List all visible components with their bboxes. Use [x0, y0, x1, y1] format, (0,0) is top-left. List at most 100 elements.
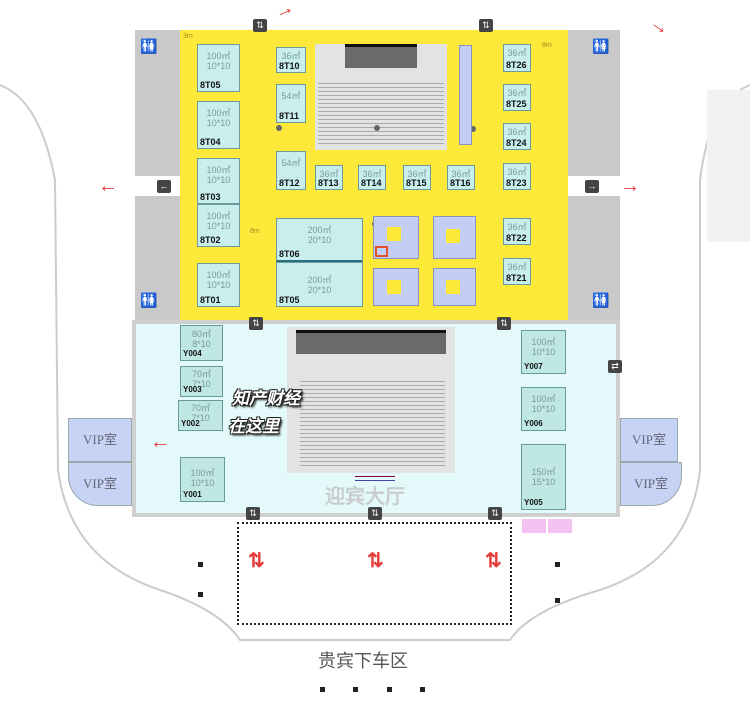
- dropoff-label: 贵宾下车区: [318, 651, 408, 672]
- door-icon[interactable]: ⇅: [497, 317, 511, 330]
- door-icon[interactable]: ⇅: [246, 507, 260, 520]
- booth-size: 7*10: [192, 379, 211, 389]
- booth-id: Y003: [183, 385, 202, 394]
- booth-id: 8T13: [318, 178, 339, 188]
- booth-area: 100㎡: [206, 165, 231, 175]
- door-icon[interactable]: ⇅: [368, 507, 382, 520]
- vip-room[interactable]: VIP室: [620, 418, 678, 462]
- booth[interactable]: 36㎡ 8T26: [503, 44, 531, 72]
- booth-size: 10*10: [531, 347, 556, 357]
- booth-area: 100㎡: [206, 211, 231, 221]
- door-icon[interactable]: ⇅: [479, 19, 493, 32]
- booth-id: 8T26: [506, 60, 527, 70]
- booth-id: 8T23: [506, 178, 527, 188]
- booth-id: Y006: [524, 419, 543, 428]
- direction-arrow-icon: →: [620, 175, 640, 197]
- booth-area: 54㎡: [281, 158, 301, 168]
- restroom-icon: 🚻: [140, 38, 158, 54]
- dimension-label: 3m: [183, 33, 193, 40]
- booth-id: 8T21: [506, 273, 527, 283]
- booth-area: 36㎡: [319, 169, 339, 179]
- direction-arrow-icon: ⇅: [485, 550, 502, 572]
- door-icon[interactable]: ⇄: [608, 360, 622, 373]
- dimension-label: 8m: [542, 42, 552, 49]
- booth-id: 8T05: [200, 80, 221, 90]
- booth-id: Y007: [524, 362, 543, 371]
- cluster-gap: [387, 280, 401, 294]
- right-service-area: [568, 30, 620, 320]
- bollard: [353, 687, 358, 692]
- dimension-label: 8m: [250, 228, 260, 235]
- door-icon[interactable]: ⇅: [488, 507, 502, 520]
- door-icon[interactable]: ⇅: [253, 19, 267, 32]
- booth-area: 100㎡: [531, 394, 556, 404]
- booth-id: 8T02: [200, 235, 221, 245]
- booth-area: 36㎡: [507, 48, 527, 58]
- booth-id: 8T25: [506, 99, 527, 109]
- vip-room[interactable]: VIP室: [68, 418, 132, 462]
- pillar: [470, 126, 476, 132]
- booth-area: 100㎡: [206, 270, 231, 280]
- cluster-gap: [446, 229, 460, 243]
- exit-left-icon[interactable]: ←: [157, 180, 171, 193]
- booth-id: 8T22: [506, 233, 527, 243]
- bollard: [420, 687, 425, 692]
- seat-rows-lobby: [300, 378, 445, 468]
- bollard: [555, 562, 560, 567]
- booth-area: 100㎡: [206, 108, 231, 118]
- booth-area: 36㎡: [451, 169, 471, 179]
- booth-area: 100㎡: [190, 468, 215, 478]
- booth-area: 36㎡: [407, 169, 427, 179]
- direction-arrow-icon: ←: [150, 431, 170, 453]
- booth-area: 100㎡: [531, 337, 556, 347]
- exit-right-icon[interactable]: →: [585, 180, 599, 193]
- booth-area: 80㎡: [191, 329, 211, 339]
- door-icon[interactable]: ⇅: [249, 317, 263, 330]
- booth-size: 10*10: [206, 175, 231, 185]
- booth-id: 8T11: [279, 111, 300, 121]
- booth-size: 7*10: [191, 413, 210, 423]
- booth-id: 8T01: [200, 295, 221, 305]
- vip-room[interactable]: VIP室: [68, 462, 132, 506]
- booth-size: 10*10: [190, 478, 215, 488]
- booth-area: 70㎡: [191, 369, 211, 379]
- booth-size: 10*10: [206, 280, 231, 290]
- small-booth-strip: [459, 45, 472, 145]
- booth-size: 10*10: [206, 118, 231, 128]
- booth-size: 20*10: [307, 235, 332, 245]
- highlighted-booth[interactable]: [375, 246, 388, 257]
- stage-lobby: [296, 330, 446, 354]
- pillar: [374, 125, 380, 131]
- booth-area: 150㎡: [531, 467, 556, 477]
- vip-room[interactable]: VIP室: [620, 462, 682, 506]
- booth-id: 8T16: [450, 178, 471, 188]
- booth-id: 8T05: [279, 295, 300, 305]
- restroom-icon: 🚻: [592, 292, 610, 308]
